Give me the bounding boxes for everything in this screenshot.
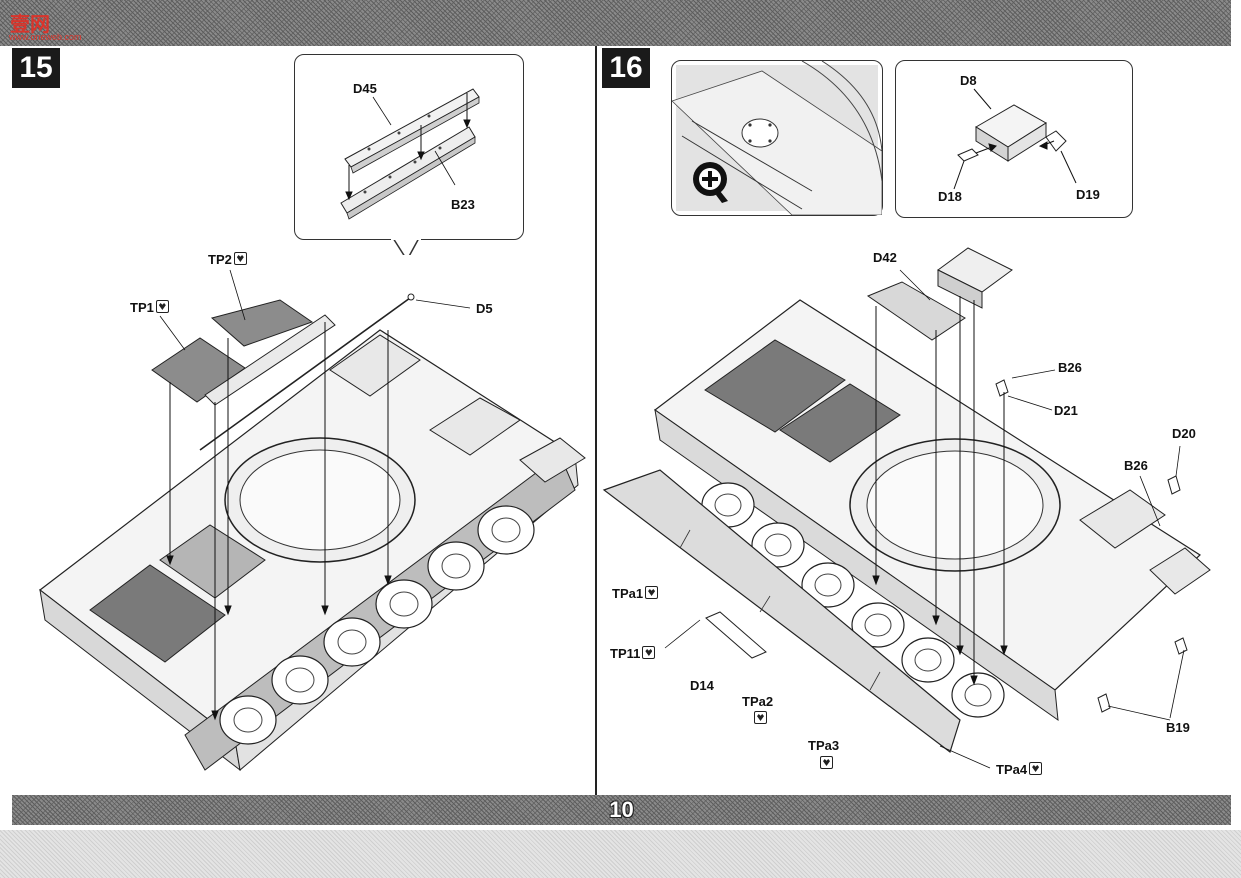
label-b23: B23 xyxy=(451,197,475,212)
page-number: 10 xyxy=(609,797,634,822)
assembly-arrows xyxy=(872,296,1008,686)
road-wheels xyxy=(701,482,1005,718)
label-tpa2: TPa2 xyxy=(742,694,774,709)
side-skirt xyxy=(602,469,961,753)
step-16-tank-drawing xyxy=(602,247,1211,769)
label-tp2-text: TP2 xyxy=(208,252,232,267)
label-b26-top: B26 xyxy=(1058,360,1082,375)
label-d18: D18 xyxy=(938,189,962,204)
label-tpa1-text: TPa1 xyxy=(612,586,644,601)
label-b26-side: B26 xyxy=(1124,458,1148,473)
header-bar xyxy=(0,0,1231,46)
label-tpa4-text: TPa4 xyxy=(996,762,1028,777)
step-15-badge: 15 xyxy=(12,48,60,88)
assembly-arrows xyxy=(166,322,392,721)
magnify-plus-icon xyxy=(693,162,728,203)
label-d20: D20 xyxy=(1172,426,1196,441)
step-15-detail-callout: D45 B23 xyxy=(294,54,524,255)
label-d45: D45 xyxy=(353,81,377,96)
label-d19: D19 xyxy=(1076,187,1100,202)
photo-etch-part-icon xyxy=(642,646,656,659)
label-tpa4: TPa4 xyxy=(996,762,1043,777)
label-tp1-text: TP1 xyxy=(130,300,154,315)
label-tpa3: TPa3 xyxy=(808,738,840,753)
label-d21: D21 xyxy=(1054,403,1078,418)
label-tp2: TP2 xyxy=(208,252,247,267)
label-d14: D14 xyxy=(690,678,714,693)
road-wheels xyxy=(219,505,535,745)
footer-bar: 10 xyxy=(12,795,1231,825)
photo-etch-part-icon xyxy=(233,252,247,265)
label-tpa1: TPa1 xyxy=(612,586,659,601)
label-tp1: TP1 xyxy=(130,300,169,315)
photo-etch-part-icon xyxy=(645,586,659,599)
photo-etch-part-icon xyxy=(1029,762,1043,775)
step-16-detail-callout: D8 D18 D19 xyxy=(895,60,1133,218)
step-divider xyxy=(595,46,597,795)
zoom-detail-drawing xyxy=(672,61,882,215)
step-15-tank-drawing xyxy=(39,269,586,772)
label-d8: D8 xyxy=(960,73,977,88)
rail-detail-drawing xyxy=(340,88,480,255)
photo-etch-part-icon xyxy=(820,756,833,769)
label-d5: D5 xyxy=(476,301,493,316)
box-detail-drawing xyxy=(953,88,1077,190)
photo-etch-part-icon xyxy=(155,300,169,313)
step-16-zoom-callout xyxy=(671,60,883,216)
label-tp11-text: TP11 xyxy=(610,646,641,661)
photo-etch-part-icon xyxy=(754,711,767,724)
label-d42: D42 xyxy=(873,250,897,265)
step-16-badge: 16 xyxy=(602,48,650,88)
label-b19: B19 xyxy=(1166,720,1190,735)
footer-texture xyxy=(0,830,1241,878)
label-tp11: TP11 xyxy=(610,646,656,661)
